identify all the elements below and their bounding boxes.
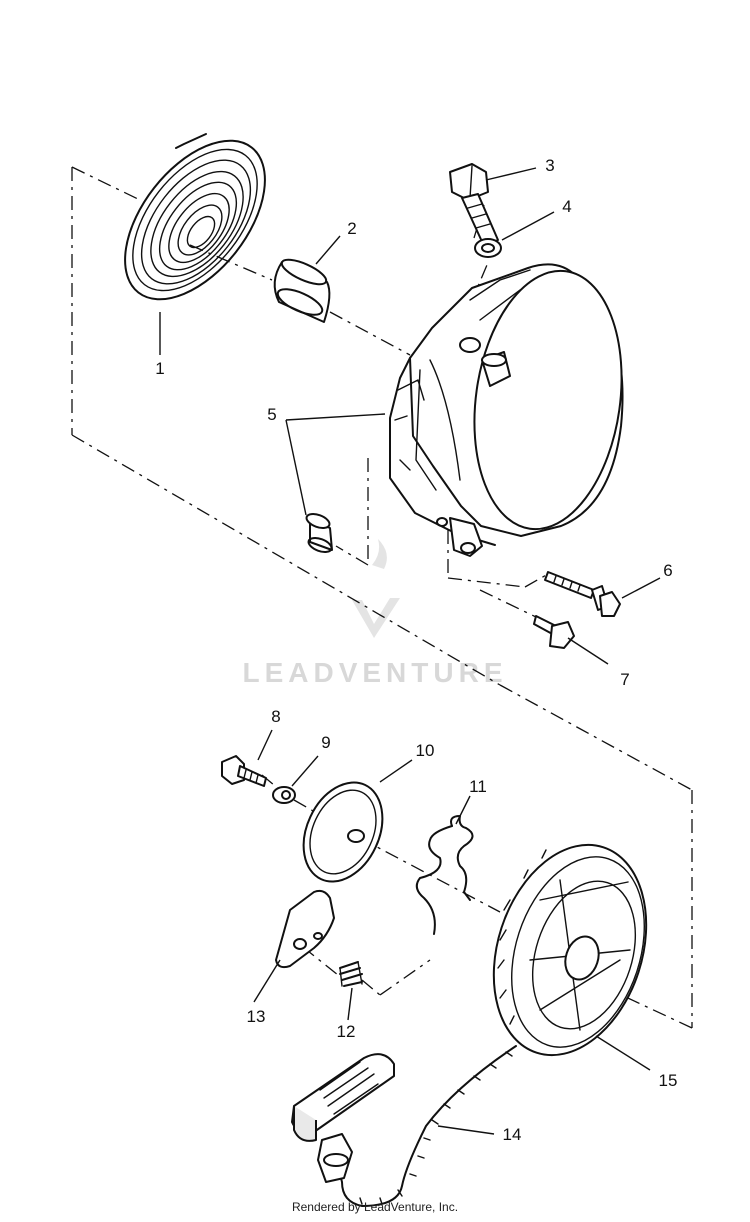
callout-9: 9: [321, 733, 330, 752]
leader-lines: [159, 167, 661, 1135]
callout-13: 13: [247, 1007, 266, 1026]
flange-bolt-part-6: [544, 571, 621, 617]
callout-15: 15: [659, 1071, 678, 1090]
recoil-spring-part: [124, 133, 266, 301]
callout-11: 11: [469, 777, 487, 796]
callout-7: 7: [620, 670, 629, 689]
washer-part-9: [272, 786, 296, 804]
assembly-center-lines: [71, 166, 693, 1029]
starter-housing-part: [389, 263, 624, 557]
callout-labels: 1 2 3 4 5 6 7 8 9 10 11 12 13 14 15: [155, 156, 677, 1144]
render-credit: Rendered by LeadVenture, Inc.: [291, 1200, 459, 1214]
callout-12: 12: [337, 1022, 356, 1041]
hex-bolt-part-3: [449, 163, 499, 247]
callout-3: 3: [545, 156, 554, 175]
watermark-text: LEADVENTURE: [242, 657, 507, 688]
ratchet-spring-part-12: [339, 961, 363, 987]
callout-2: 2: [347, 219, 356, 238]
bolt-part-7: [533, 615, 575, 649]
rope-reel-part-15: [492, 843, 648, 1057]
callout-4: 4: [562, 197, 571, 216]
bushing-part: [273, 258, 331, 323]
bolt-part-8: [221, 755, 267, 787]
callout-8: 8: [271, 707, 280, 726]
callout-6: 6: [663, 561, 672, 580]
callout-14: 14: [503, 1125, 522, 1144]
leadventure-watermark: LEADVENTURE: [242, 539, 507, 688]
callout-1: 1: [155, 359, 164, 378]
ratchet-part-13: [275, 889, 335, 969]
friction-plate-part-10: [302, 781, 384, 883]
collar-part-5: [305, 513, 333, 553]
spring-clip-part-11: [415, 815, 474, 935]
callout-10: 10: [416, 741, 435, 760]
washer-part-4: [474, 238, 502, 258]
starter-rope-part-14: [291, 1045, 517, 1207]
callout-5: 5: [267, 405, 276, 424]
